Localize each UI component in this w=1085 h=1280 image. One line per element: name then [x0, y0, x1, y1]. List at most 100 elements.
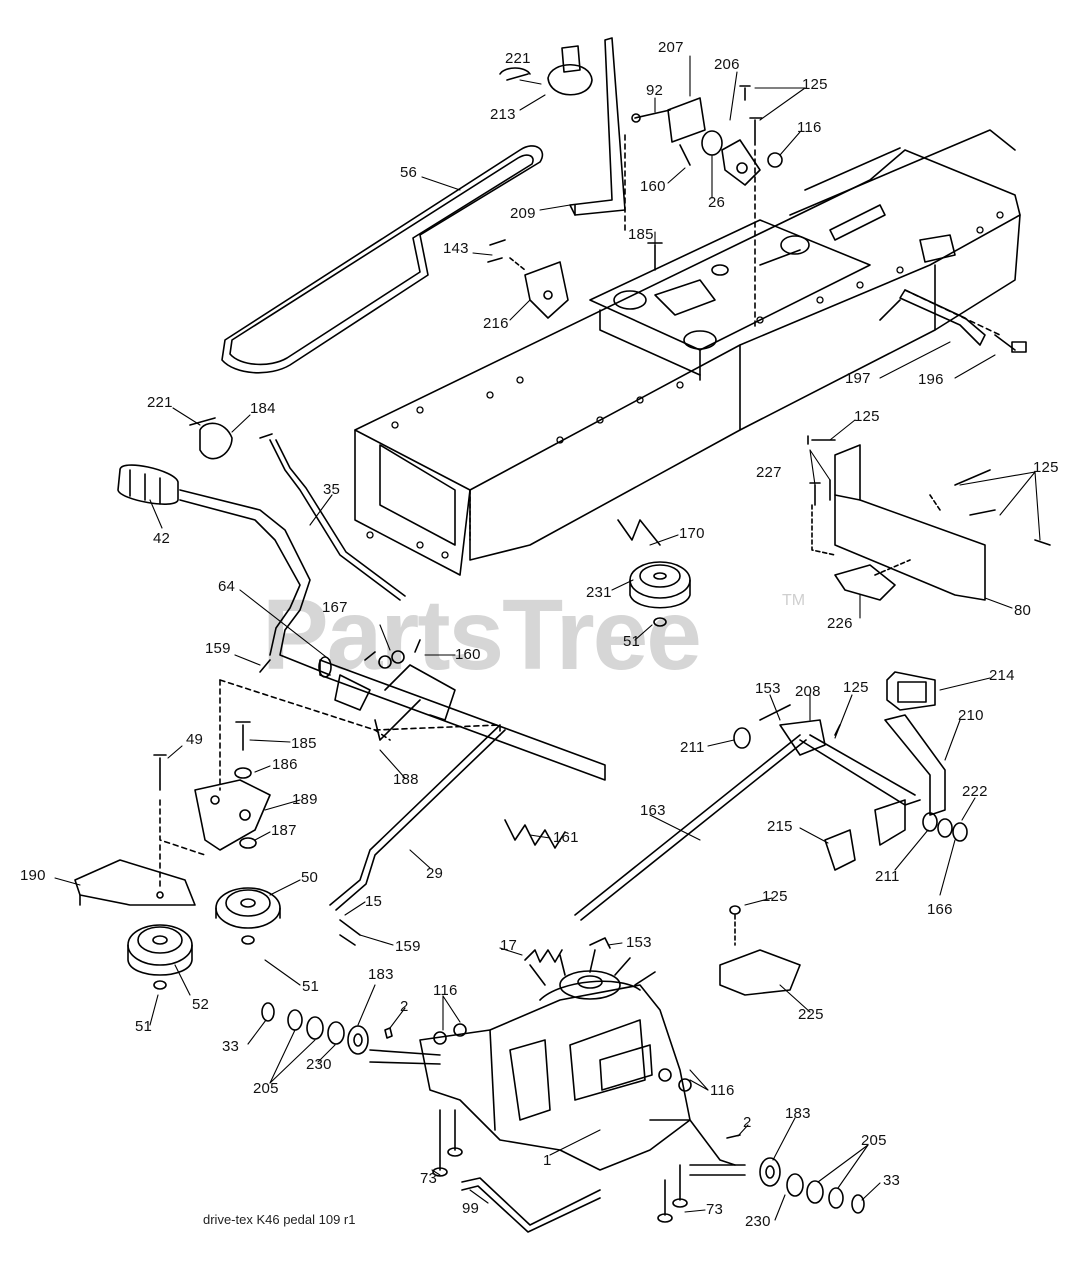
- callout-183: 183: [785, 1105, 811, 1122]
- callout-50: 50: [301, 869, 319, 886]
- callout-189: 189: [292, 791, 318, 808]
- callout-143: 143: [443, 240, 469, 257]
- callout-211: 211: [875, 868, 900, 885]
- crossbar-188: [219, 639, 606, 781]
- callout-208: 208: [795, 683, 821, 700]
- partstree-watermark: PartsTree: [262, 579, 702, 691]
- top-bracket-assembly: [624, 85, 783, 331]
- callout-185: 185: [628, 226, 654, 243]
- trademark-mark: TM: [782, 592, 806, 609]
- callout-207: 207: [658, 39, 684, 56]
- callout-196: 196: [918, 371, 944, 388]
- drive-belt: [221, 145, 544, 374]
- callout-153: 153: [755, 680, 781, 697]
- callout-42: 42: [153, 530, 171, 547]
- pulley-231: [617, 519, 691, 627]
- callout-166: 166: [927, 901, 953, 918]
- callout-92: 92: [646, 82, 664, 99]
- callout-221: 221: [147, 394, 173, 411]
- chassis-frame: [354, 129, 1021, 576]
- callout-222: 222: [962, 783, 988, 800]
- callout-163: 163: [640, 802, 666, 819]
- callout-205: 205: [861, 1132, 887, 1149]
- plate-190: [74, 859, 196, 906]
- callout-49: 49: [186, 731, 204, 748]
- callout-116: 116: [797, 119, 822, 136]
- callout-80: 80: [1014, 602, 1032, 619]
- pedal-assembly: [574, 671, 968, 921]
- callout-51: 51: [623, 633, 641, 650]
- callout-56: 56: [400, 164, 418, 181]
- callout-167: 167: [322, 599, 348, 616]
- callout-185: 185: [291, 735, 317, 752]
- rod-197: [879, 289, 1027, 353]
- bracket-216: [487, 239, 569, 319]
- callout-33: 33: [222, 1038, 240, 1055]
- callout-206: 206: [714, 56, 740, 73]
- callout-159: 159: [395, 938, 421, 955]
- callout-99: 99: [462, 1200, 480, 1217]
- callout-125: 125: [802, 76, 828, 93]
- callout-216: 216: [483, 315, 509, 332]
- callout-186: 186: [272, 756, 298, 773]
- callout-2: 2: [400, 998, 409, 1015]
- callout-187: 187: [271, 822, 297, 839]
- callout-33: 33: [883, 1172, 901, 1189]
- callout-197: 197: [845, 370, 871, 387]
- rod-29: [329, 724, 566, 946]
- shift-lever-top: [499, 37, 626, 216]
- callout-226: 226: [827, 615, 853, 632]
- callout-35: 35: [323, 481, 341, 498]
- pulley-50: [215, 887, 281, 945]
- drawing-reference: drive-tex K46 pedal 109 r1: [203, 1212, 356, 1227]
- callout-1: 1: [543, 1152, 552, 1169]
- callout-205: 205: [253, 1080, 279, 1097]
- callout-125: 125: [854, 408, 880, 425]
- callout-52: 52: [192, 996, 210, 1013]
- callout-190: 190: [20, 867, 46, 884]
- callout-160: 160: [640, 178, 666, 195]
- rod-99: [461, 1177, 601, 1233]
- callout-215: 215: [767, 818, 793, 835]
- callout-160: 160: [455, 646, 481, 663]
- callout-2: 2: [743, 1114, 752, 1131]
- callout-227: 227: [756, 464, 782, 481]
- callout-51: 51: [135, 1018, 153, 1035]
- spring-17: [524, 937, 611, 963]
- callout-184: 184: [250, 400, 276, 417]
- callout-225: 225: [798, 1006, 824, 1023]
- callout-51: 51: [302, 978, 320, 995]
- callout-29: 29: [426, 865, 444, 882]
- callout-153: 153: [626, 934, 652, 951]
- pulley-52: [127, 924, 193, 990]
- callout-17: 17: [500, 937, 518, 954]
- callout-170: 170: [679, 525, 705, 542]
- callout-15: 15: [365, 893, 383, 910]
- callout-125: 125: [762, 888, 788, 905]
- panel-80: [807, 435, 1051, 601]
- callout-73: 73: [420, 1170, 438, 1187]
- callout-188: 188: [393, 771, 419, 788]
- callout-231: 231: [586, 584, 612, 601]
- callout-183: 183: [368, 966, 394, 983]
- callout-210: 210: [958, 707, 984, 724]
- callout-116: 116: [433, 982, 458, 999]
- callout-209: 209: [510, 205, 536, 222]
- axle-washers-right: [759, 1157, 865, 1214]
- callout-116: 116: [710, 1082, 735, 1099]
- callout-159: 159: [205, 640, 231, 657]
- callout-211: 211: [680, 739, 705, 756]
- callout-221: 221: [505, 50, 531, 67]
- bracket-225: [719, 905, 801, 996]
- callout-230: 230: [306, 1056, 332, 1073]
- callout-26: 26: [708, 194, 726, 211]
- transaxle-1: [369, 949, 746, 1223]
- callout-161: 161: [553, 829, 579, 846]
- callout-230: 230: [745, 1213, 771, 1230]
- axle-washers-left: [261, 1002, 369, 1055]
- callout-214: 214: [989, 667, 1015, 684]
- lever-assembly-left: [117, 417, 406, 676]
- callout-125: 125: [843, 679, 869, 696]
- callout-213: 213: [490, 106, 516, 123]
